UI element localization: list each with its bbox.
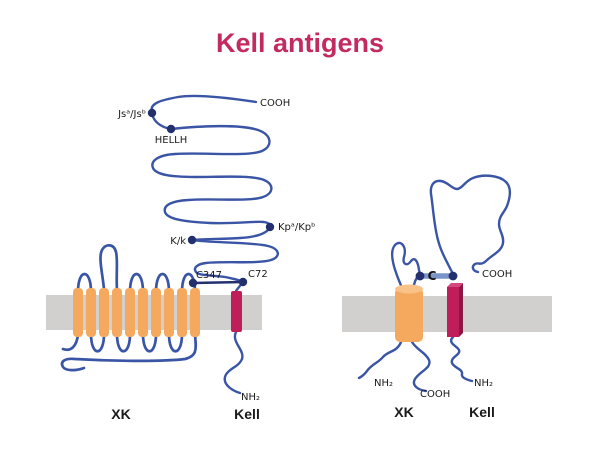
label-cooh-xk-right: COOH <box>420 389 450 400</box>
label-xk-left: XK <box>111 406 130 422</box>
label-kk: K/k <box>170 236 186 247</box>
label-kell-left: Kell <box>234 406 260 422</box>
xk-cylinder-right <box>395 284 423 342</box>
xk-tm-helix <box>125 288 135 337</box>
page-title: Kell antigens <box>216 28 384 58</box>
label-js: Jsᵃ/Jsᵇ <box>117 109 146 120</box>
kell-nh2-tail-left <box>223 330 244 395</box>
bond-dot-kell <box>448 271 458 281</box>
label-kell-right: Kell <box>469 404 495 420</box>
kell-tm-segment-right <box>447 283 463 337</box>
bond-dot-xk <box>415 271 425 281</box>
label-hellh: HELLH <box>155 135 188 146</box>
xk-tm-helix <box>177 288 187 337</box>
label-nh2-left: NH₂ <box>241 392 260 403</box>
xk-loop-right <box>390 241 422 292</box>
label-cooh-left: COOH <box>260 98 290 109</box>
antigen-site-dots <box>147 108 275 288</box>
label-nh2-xk-right: NH₂ <box>374 378 393 389</box>
xk-tm-helix <box>138 288 148 337</box>
xk-extracellular-loops <box>76 244 197 294</box>
kp-site-dot <box>265 222 275 232</box>
kell-ectodomain-chain <box>150 94 279 293</box>
label-c72: C72 <box>248 269 268 280</box>
kk-site-dot <box>187 235 197 245</box>
xk-tm-helix <box>86 288 96 337</box>
label-cooh-kell-right: COOH <box>482 269 512 280</box>
xk-tm-helix <box>190 288 200 337</box>
xk-tm-helix <box>151 288 161 337</box>
kell-tm-segment-left <box>231 291 242 332</box>
kell-nh2-tail-right <box>449 335 474 383</box>
label-xk-right: XK <box>394 404 413 420</box>
xk-intracellular-loops <box>60 332 198 372</box>
hellh-site-dot <box>166 124 176 134</box>
label-kp: Kpᵃ/Kpᵇ <box>278 222 315 233</box>
kell-ectodomain-loop-right <box>429 174 512 276</box>
label-nh2-kell-right: NH₂ <box>474 378 493 389</box>
c347-dot <box>188 278 198 288</box>
xk-transmembrane-helices <box>73 288 200 337</box>
disulfide-bond-left <box>192 280 244 285</box>
js-site-dot <box>147 108 157 118</box>
xk-tm-helix <box>99 288 109 337</box>
xk-tm-helix <box>112 288 122 337</box>
xk-tm-helix <box>73 288 83 337</box>
label-c347: C347 <box>196 270 222 281</box>
xk-tails-right <box>357 340 431 393</box>
c72-dot <box>238 277 248 287</box>
label-c-bond: C <box>428 269 437 283</box>
xk-tm-helix <box>164 288 174 337</box>
